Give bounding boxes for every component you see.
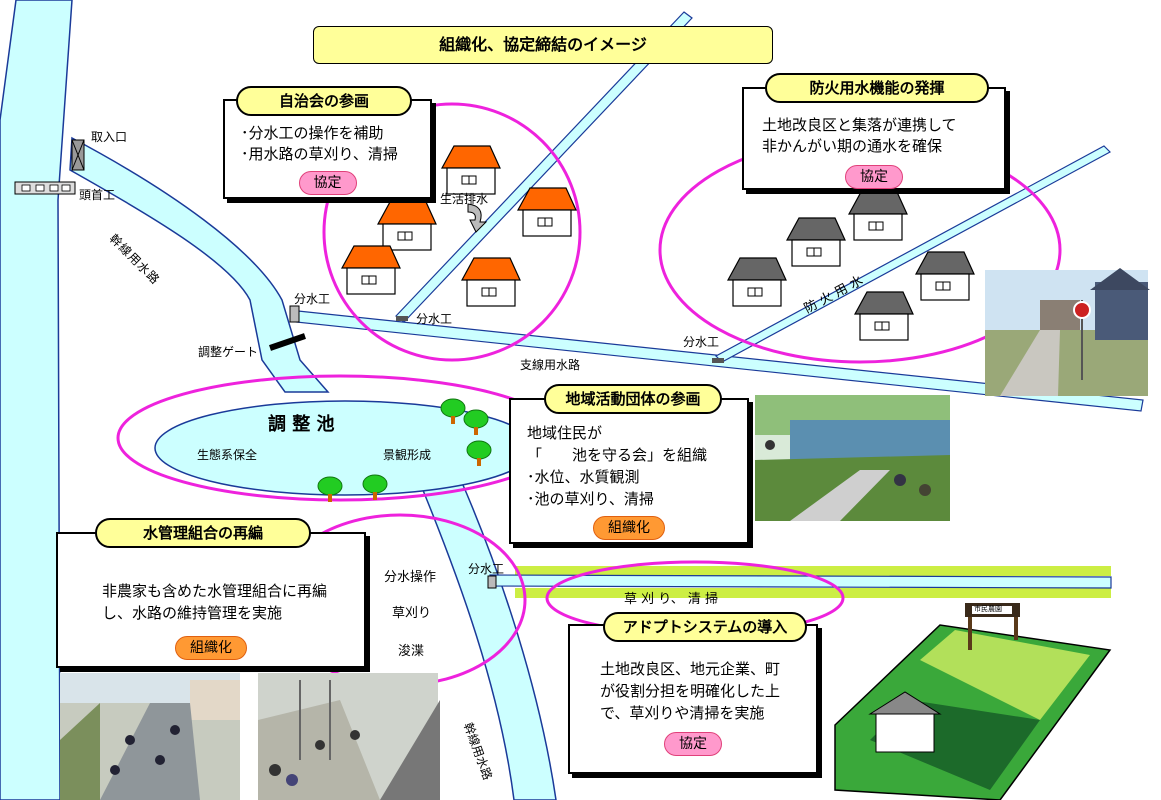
jichikai-ellipse [322,102,582,362]
mizukanri-header: 水管理組合の再編 [95,518,311,548]
jichikai-line-2: ･用水路の草刈り、清掃 [241,145,398,163]
bouka-line-2: 非かんがい期の通水を確保 [762,137,943,155]
adopt-box: 土地改良区、地元企業、町 が役割分担を明確化した上 で、草刈りや清掃を実施 協定 [568,624,818,774]
chiiki-line-3: ･水位、水質観測 [527,468,640,486]
chiiki-header: 地域活動団体の参画 [544,384,722,414]
label-domestic-drain: 生活排水 [440,192,489,206]
headworks-structure [14,181,76,195]
community-farm-illustration [834,603,1112,800]
bouka-box: 土地改良区と集落が連携して 非かんがい期の通水を確保 協定 [742,87,1006,190]
mizukanri-box: 非農家も含めた水管理組合に再編 し、水路の維持管理を実施 組織化 [56,532,366,668]
chiiki-badge: 組織化 [593,516,665,540]
adopt-line-3: で、草刈りや清掃を実施 [600,704,765,722]
pond-photo [755,395,950,521]
green-strip-top [515,566,1111,576]
label-op-shunsetsu: 浚渫 [398,644,425,659]
bouka-header: 防火用水機能の発揮 [765,73,989,103]
label-ecosystem: 生態系保全 [197,448,258,462]
label-bunsuiko-4: 分水工 [468,562,505,576]
street-photo [985,268,1150,396]
label-landscape: 景観形成 [383,448,432,462]
adopt-line-2: が役割分担を明確化した上 [600,682,781,700]
chiiki-box: 地域住民が 「 池を守る会」を組織 ･水位、水質観測 ･池の草刈り、清掃 組織化 [509,398,749,544]
drain-arrow [467,203,488,233]
adopt-badge: 協定 [664,732,722,756]
canal-work-photo-2 [258,673,440,800]
label-bunsuiko-3: 分水工 [683,335,720,349]
adopt-line-1: 土地改良区、地元企業、町 [600,660,781,678]
label-headworks: 頭首工 [79,188,116,202]
jichikai-line-1: ･分水工の操作を補助 [241,124,384,142]
bouka-line-1: 土地改良区と集落が連携して [762,116,957,134]
river [0,0,73,800]
label-farm-sign: 市民農園 [974,605,1002,613]
label-op-bunsui: 分水操作 [384,570,437,585]
label-intake: 取入口 [91,130,128,144]
lower-branch-canal [489,574,1112,589]
chiiki-line-2: 「 池を守る会」を組織 [527,446,708,464]
upper-diagonal-canal [395,11,693,323]
bouka-badge: 協定 [845,165,903,189]
label-op-kusakari: 草刈り [392,606,432,621]
label-bunsuiko-2: 分水工 [416,312,453,326]
mizukanri-badge: 組織化 [175,636,247,660]
label-branch-canal: 支線用水路 [520,358,581,372]
diagram-title: 組織化、協定締結のイメージ [313,26,773,64]
jichikai-badge: 協定 [298,171,357,195]
label-adjust-gate: 調整ゲート [198,345,259,359]
label-weeding-strip: 草 刈 り、 清 掃 [624,592,719,607]
main-canal-lower [416,477,557,800]
jichikai-header: 自治会の参画 [236,86,412,116]
mizukanri-line-2: し、水路の維持管理を実施 [102,604,283,622]
label-pond: 調 整 池 [268,414,335,435]
mizukanri-line-1: 非農家も含めた水管理組合に再編 [102,582,328,600]
main-canal-upper [69,136,330,393]
chiiki-line-1: 地域住民が [527,424,603,442]
green-strip-bottom [515,588,1111,598]
adopt-header: アドプトシステムの導入 [603,612,807,642]
canal-work-photo-1 [60,673,240,800]
label-bunsuiko-1: 分水工 [294,292,331,306]
chiiki-line-4: ･池の草刈り、清掃 [527,490,654,508]
